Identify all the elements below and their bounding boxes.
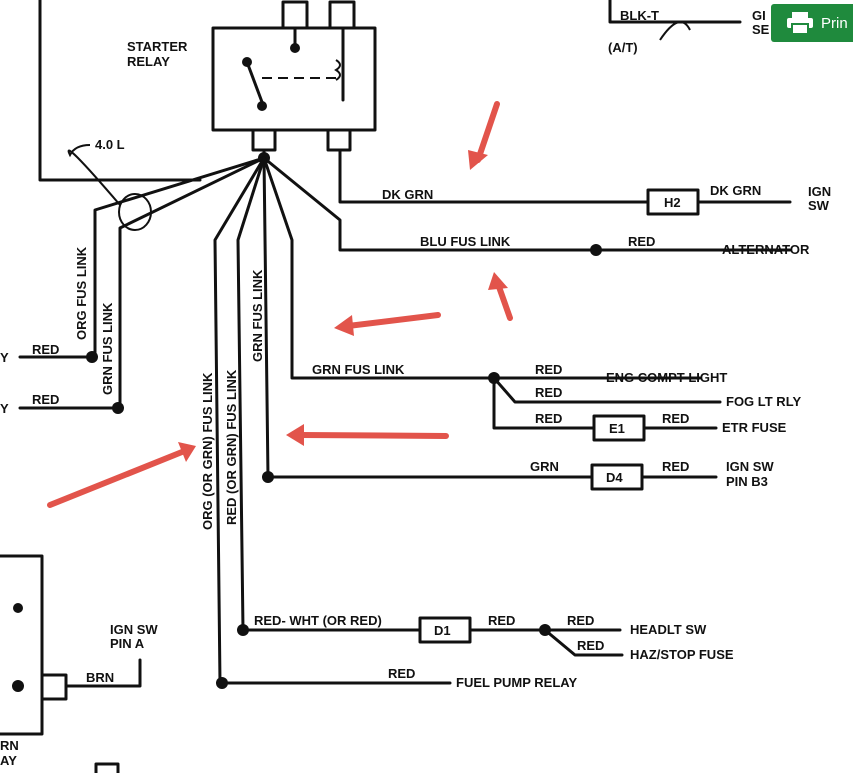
h2-label: H2 xyxy=(664,195,681,210)
alternator-label: ALTERNATOR xyxy=(722,242,810,257)
haz-stop-fuse-label: HAZ/STOP FUSE xyxy=(630,647,734,662)
engine-label: 4.0 L xyxy=(95,137,125,152)
red-left-label-1: RED xyxy=(32,342,59,357)
org-or-grn-fus-link-label: ORG (OR GRN) FUS LINK xyxy=(200,372,215,530)
red-alternator-label: RED xyxy=(628,234,655,249)
at-label: (A/T) xyxy=(608,40,638,55)
red-headlt-label: RED xyxy=(567,613,594,628)
starter-relay xyxy=(211,0,377,152)
d4-label: D4 xyxy=(606,470,623,485)
grn-fus-link-left-label: GRN FUS LINK xyxy=(100,302,115,395)
etr-fuse-label: ETR FUSE xyxy=(722,420,787,435)
red-fuel-label: RED xyxy=(388,666,415,681)
dk-grn-label-1: DK GRN xyxy=(382,187,433,202)
red-d1-out-label: RED xyxy=(488,613,515,628)
red-eng-label: RED xyxy=(535,362,562,377)
red-haz-label: RED xyxy=(577,638,604,653)
headlt-sw-label: HEADLT SW xyxy=(630,622,707,637)
y-left-label-1: Y xyxy=(0,350,9,365)
fog-lt-rly-label: FOG LT RLY xyxy=(726,394,801,409)
blk-t-label: BLK-T xyxy=(620,8,659,23)
red-e1-in-label: RED xyxy=(535,411,562,426)
red-d4-label: RED xyxy=(662,459,689,474)
fuel-pump-relay-label: FUEL PUMP RELAY xyxy=(456,675,577,690)
grn-fus-link-vert-label: GRN FUS LINK xyxy=(250,269,265,362)
red-fog-label: RED xyxy=(535,385,562,400)
dk-grn-label-2: DK GRN xyxy=(710,183,761,198)
print-button-label: Prin xyxy=(821,14,848,32)
e1-label: E1 xyxy=(609,421,625,436)
annotation-arrows xyxy=(47,101,513,508)
grn-d4-label: GRN xyxy=(530,459,559,474)
org-fus-link-label: ORG FUS LINK xyxy=(74,246,89,340)
grn-fus-link-horiz-label: GRN FUS LINK xyxy=(312,362,405,377)
blu-fus-link-label: BLU FUS LINK xyxy=(420,234,511,249)
printer-icon xyxy=(787,12,813,35)
y-left-label-2: Y xyxy=(0,401,9,416)
brn-label: BRN xyxy=(86,670,114,685)
d1-label: D1 xyxy=(434,623,451,638)
red-e1-out-label: RED xyxy=(662,411,689,426)
print-button[interactable]: Prin xyxy=(771,4,853,42)
red-left-label-2: RED xyxy=(32,392,59,407)
eng-compt-light-label: ENG COMPT LIGHT xyxy=(606,370,727,385)
red-wht-label: RED- WHT (OR RED) xyxy=(254,613,382,628)
red-or-grn-fus-link-label: RED (OR GRN) FUS LINK xyxy=(224,369,239,525)
